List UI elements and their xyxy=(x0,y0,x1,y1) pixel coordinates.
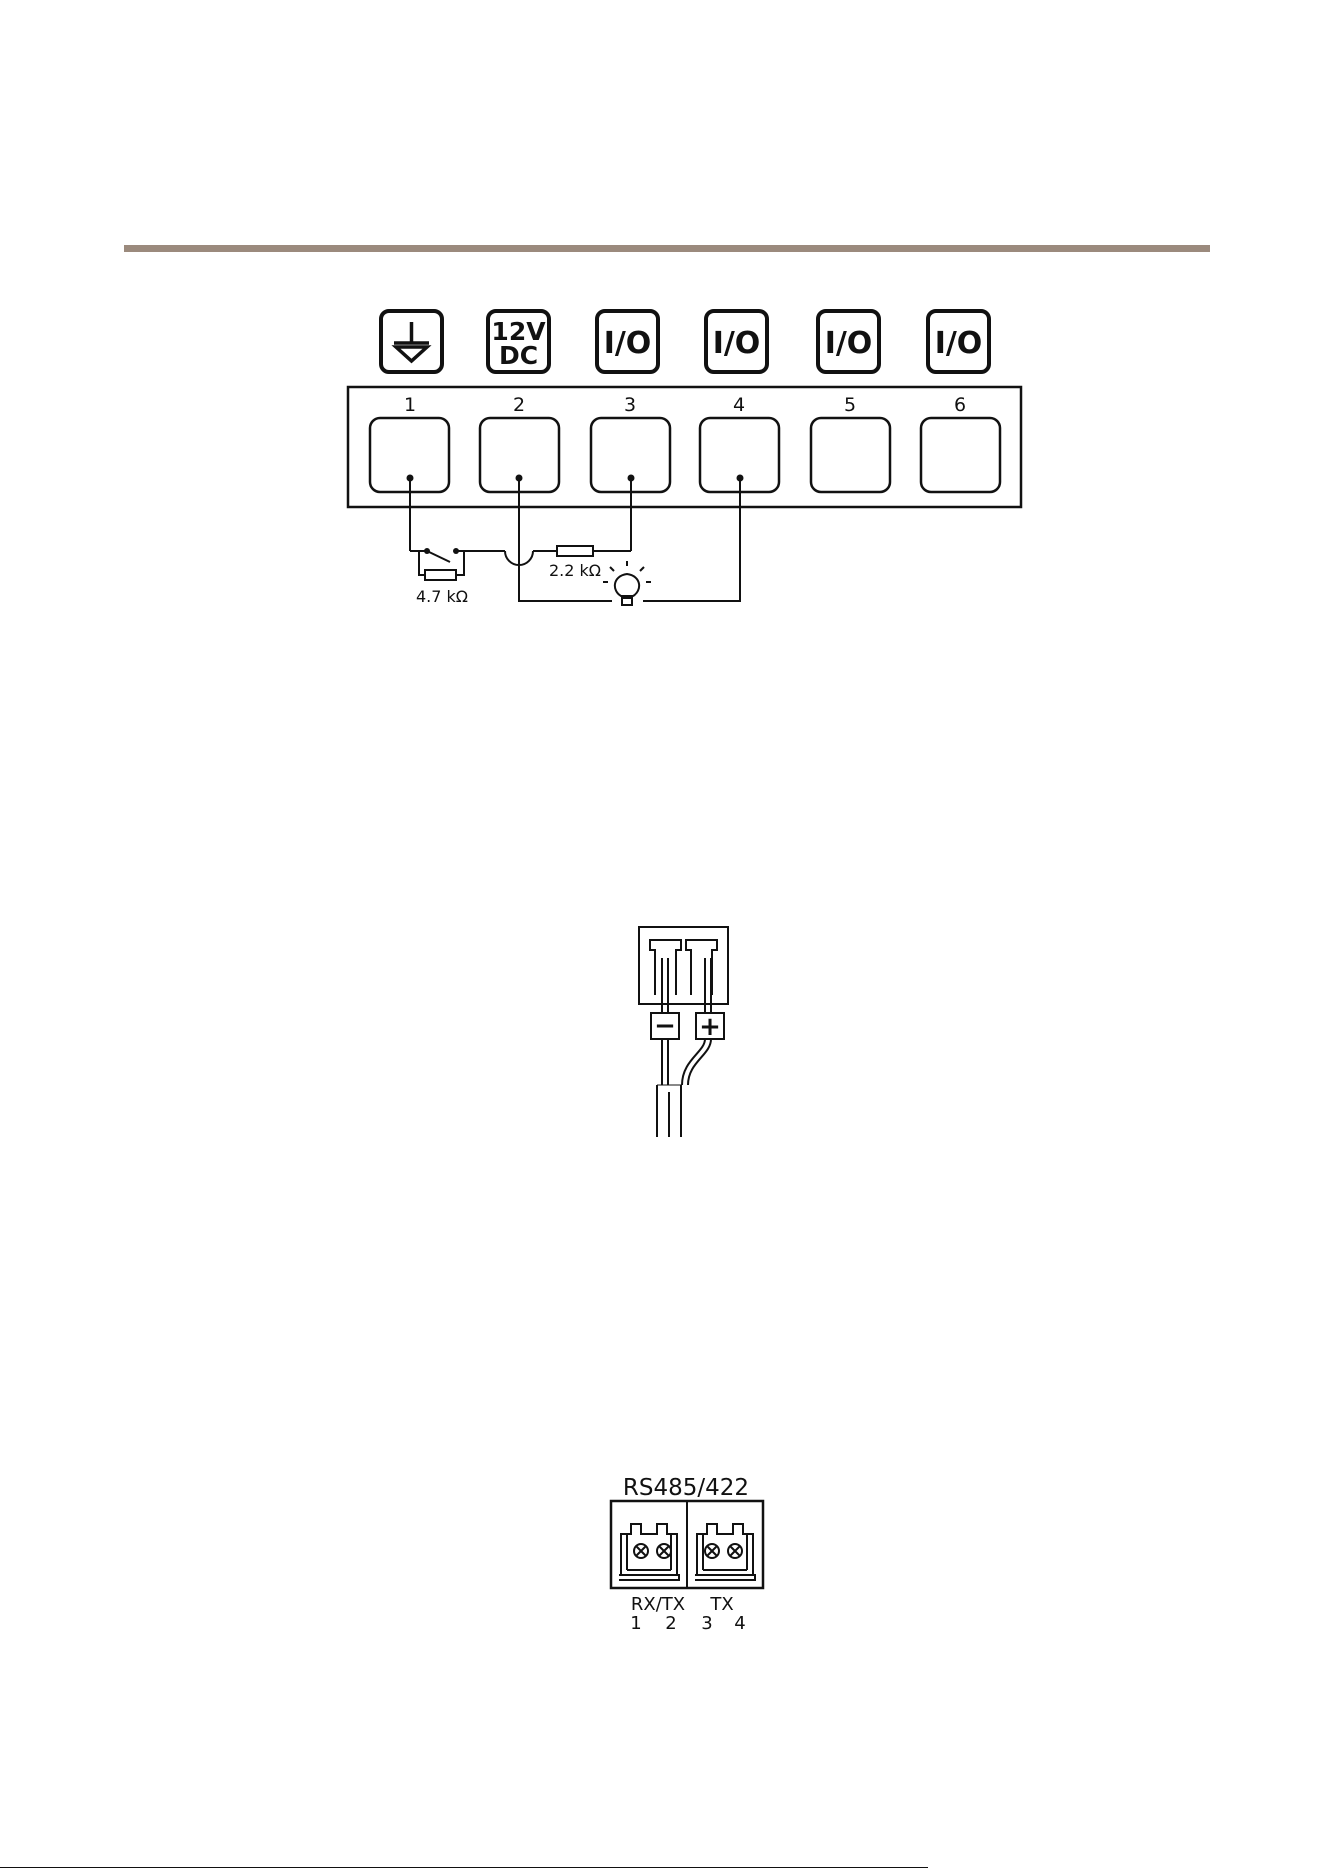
power-symbol-line2: DC xyxy=(499,341,538,370)
io-connector-diagram xyxy=(348,311,1021,605)
plus-sign: + xyxy=(699,1012,721,1042)
io-pin-number: 4 xyxy=(733,394,745,416)
screw-terminal-icon xyxy=(634,1544,648,1558)
page-footer-rule xyxy=(0,1867,928,1868)
io-pin-number: 6 xyxy=(954,394,966,416)
rs485-pin-number: 1 xyxy=(630,1613,641,1634)
rs485-pin-number: 4 xyxy=(734,1613,745,1634)
io-pin-number: 5 xyxy=(844,394,856,416)
power-connector-housing xyxy=(639,927,728,1004)
io-symbol-6-label: I/O xyxy=(935,326,983,361)
io-pin-6-terminal xyxy=(921,418,1000,492)
resistor-2-2k-label: 2.2 kΩ xyxy=(549,561,601,580)
io-wiring xyxy=(410,478,740,601)
io-symbol-3-label: I/O xyxy=(604,326,652,361)
io-pin-number: 1 xyxy=(404,394,416,416)
ground-icon xyxy=(381,311,442,372)
resistor-4-7k-icon xyxy=(425,570,456,580)
screw-terminal-icon xyxy=(705,1544,719,1558)
io-pin-numbers: 1 2 3 4 5 6 xyxy=(404,394,966,416)
io-pin-5-terminal xyxy=(811,418,890,492)
io-pin-number: 2 xyxy=(513,394,525,416)
resistor-4-7k-label: 4.7 kΩ xyxy=(416,587,468,606)
screw-terminal-icon xyxy=(728,1544,742,1558)
rs485-pin-number: 2 xyxy=(665,1613,676,1634)
rs485-group-left-label: RX/TX xyxy=(631,1594,685,1615)
light-bulb-icon xyxy=(603,561,651,605)
rs485-connector-diagram xyxy=(611,1501,763,1588)
minus-sign: − xyxy=(654,1011,676,1041)
io-symbol-4-label: I/O xyxy=(713,326,761,361)
rs485-pin-number: 3 xyxy=(701,1613,712,1634)
io-symbol-5-label: I/O xyxy=(825,326,873,361)
screw-terminal-icon xyxy=(657,1544,671,1558)
resistor-2-2k-icon xyxy=(557,546,593,556)
io-pin-number: 3 xyxy=(624,394,636,416)
rs485-group-right-label: TX xyxy=(709,1594,733,1615)
io-symbol-labels: 12V DC I/O I/O I/O I/O xyxy=(491,317,982,370)
rs485-title: RS485/422 xyxy=(623,1475,749,1501)
